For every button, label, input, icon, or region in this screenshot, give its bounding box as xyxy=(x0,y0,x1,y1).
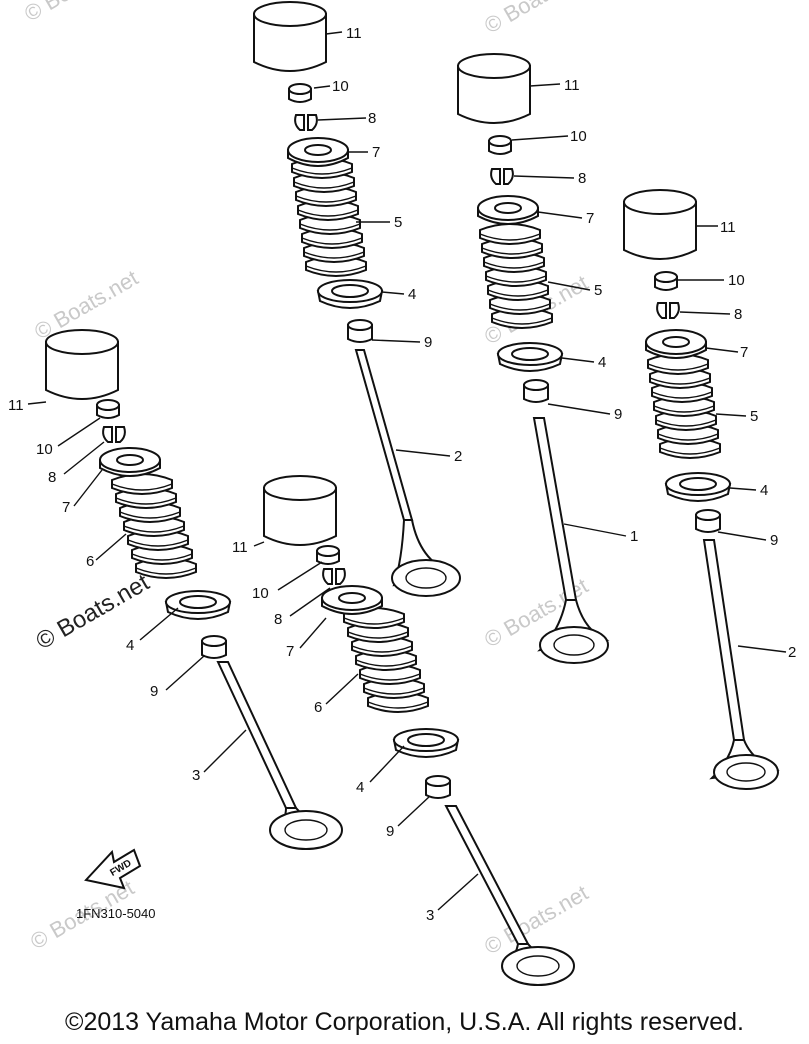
assembly-b: 11 10 8 7 5 4 9 1 xyxy=(457,53,638,664)
callout-c-5: 5 xyxy=(750,408,758,425)
valve-head-e xyxy=(501,946,575,986)
callout-b-1: 1 xyxy=(630,528,638,545)
spring-a xyxy=(291,157,367,277)
assembly-c: 11 10 8 7 5 4 9 2 xyxy=(623,189,796,790)
callout-b-8: 8 xyxy=(578,170,586,187)
callout-e-9: 9 xyxy=(386,823,394,840)
callout-c-10: 10 xyxy=(728,272,745,289)
callout-d-4: 4 xyxy=(126,637,134,654)
callout-b-10: 10 xyxy=(570,128,587,145)
spring-b xyxy=(479,223,553,329)
callout-e-4: 4 xyxy=(356,779,364,796)
callout-b-4: 4 xyxy=(598,354,606,371)
callout-a-9: 9 xyxy=(424,334,432,351)
callout-c-4: 4 xyxy=(760,482,768,499)
callout-e-3: 3 xyxy=(426,907,434,924)
callout-a-7: 7 xyxy=(372,144,380,161)
part-code: 1FN310-5040 xyxy=(76,906,156,921)
callout-b-11: 11 xyxy=(564,77,580,94)
valve-stem-a xyxy=(354,349,414,521)
callout-c-9: 9 xyxy=(770,532,778,549)
spring-e xyxy=(343,607,429,713)
valve-head-a xyxy=(391,559,461,597)
callout-e-7: 7 xyxy=(286,643,294,660)
callout-b-5: 5 xyxy=(594,282,602,299)
callout-d-3: 3 xyxy=(192,767,200,784)
callout-a-10: 10 xyxy=(332,78,349,95)
callout-d-6: 6 xyxy=(86,553,94,570)
watermark-2: © Boats.net xyxy=(480,0,592,38)
watermark-1: © Boats.net xyxy=(20,0,132,26)
callout-d-9: 9 xyxy=(150,683,158,700)
valve-stem-d xyxy=(216,661,298,809)
valve-head-b xyxy=(539,626,609,664)
callout-b-7: 7 xyxy=(586,210,594,227)
callout-d-10: 10 xyxy=(36,441,53,458)
callout-e-8: 8 xyxy=(274,611,282,628)
callout-e-10: 10 xyxy=(252,585,269,602)
spring-c xyxy=(647,353,721,459)
copyright-notice: ©2013 Yamaha Motor Corporation, U.S.A. A… xyxy=(65,1008,744,1036)
callout-a-5: 5 xyxy=(394,214,402,231)
valve-stem-b xyxy=(532,417,578,601)
assembly-e: 11 10 8 7 6 4 9 3 xyxy=(232,475,575,986)
callout-e-6: 6 xyxy=(314,699,322,716)
callout-a-8: 8 xyxy=(368,110,376,127)
watermark-bold: © Boats.net xyxy=(32,569,155,655)
callout-c-8: 8 xyxy=(734,306,742,323)
assembly-a: 11 10 8 7 5 4 9 2 xyxy=(253,1,462,597)
valve-head-c xyxy=(713,754,779,790)
callout-a-2: 2 xyxy=(454,448,462,465)
spring-d xyxy=(111,473,197,579)
callout-c-2: 2 xyxy=(788,644,796,661)
valve-stem-e xyxy=(444,805,530,945)
valve-head-d xyxy=(269,810,343,850)
callout-a-11: 11 xyxy=(346,25,362,42)
valve-stem-c xyxy=(702,539,746,741)
callout-a-4: 4 xyxy=(408,286,416,303)
callout-d-7: 7 xyxy=(62,499,70,516)
callout-d-11: 11 xyxy=(8,397,24,414)
callout-c-11: 11 xyxy=(720,219,736,236)
callout-c-7: 7 xyxy=(740,344,748,361)
fwd-arrow-icon: FWD xyxy=(84,848,142,890)
assembly-d: 11 10 8 7 6 4 9 3 xyxy=(8,329,343,850)
callout-b-9: 9 xyxy=(614,406,622,423)
callout-d-8: 8 xyxy=(48,469,56,486)
callout-e-11: 11 xyxy=(232,539,248,556)
